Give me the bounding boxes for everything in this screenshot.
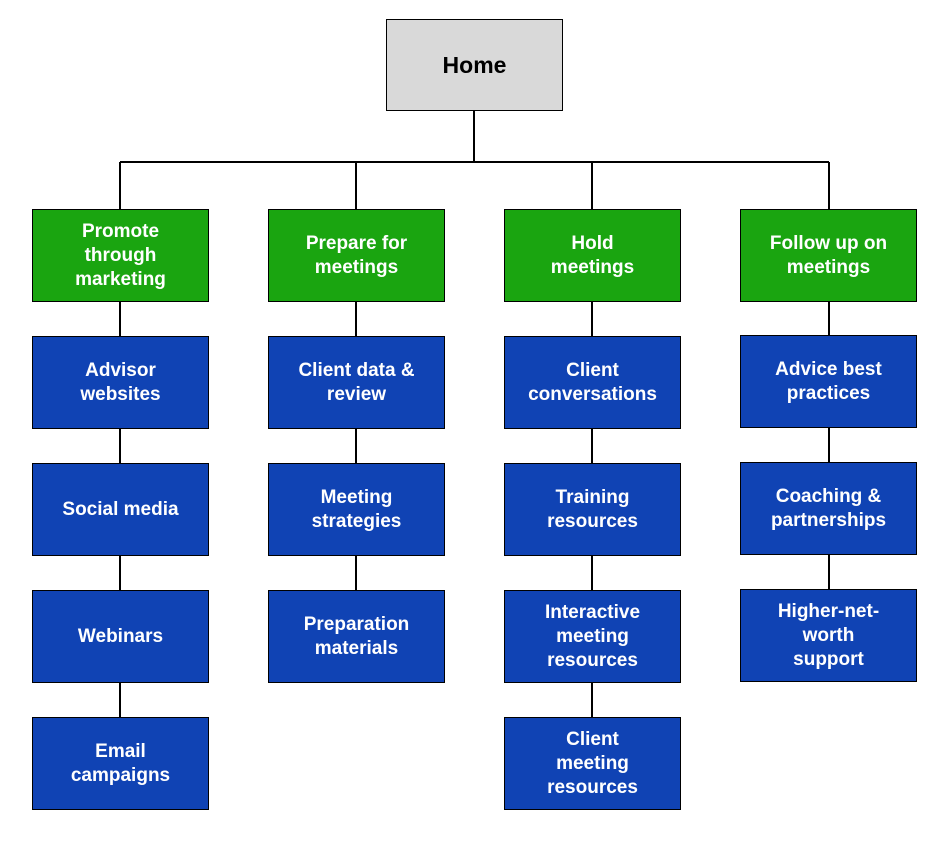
category-label: Promote through marketing xyxy=(75,220,166,290)
leaf-label: Training resources xyxy=(547,486,638,532)
category-prepare-for-meetings[interactable]: Prepare for meetings xyxy=(268,209,445,302)
leaf-social-media[interactable]: Social media xyxy=(32,463,209,556)
leaf-higher-net-worth-support[interactable]: Higher-net-worth support xyxy=(740,589,917,682)
leaf-webinars[interactable]: Webinars xyxy=(32,590,209,683)
leaf-advice-best-practices[interactable]: Advice best practices xyxy=(740,335,917,428)
category-label: Prepare for meetings xyxy=(305,232,408,278)
leaf-advisor-websites[interactable]: Advisor websites xyxy=(32,336,209,429)
leaf-training-resources[interactable]: Training resources xyxy=(504,463,681,556)
leaf-label: Advice best practices xyxy=(775,358,882,404)
leaf-interactive-meeting-resources[interactable]: Interactive meeting resources xyxy=(504,590,681,683)
leaf-label: Meeting strategies xyxy=(311,486,402,532)
leaf-label: Client data & review xyxy=(298,359,415,405)
category-follow-up-on-meetings[interactable]: Follow up on meetings xyxy=(740,209,917,302)
leaf-label: Coaching & partnerships xyxy=(770,485,887,531)
leaf-client-conversations[interactable]: Client conversations xyxy=(504,336,681,429)
category-label: Hold meetings xyxy=(550,232,635,278)
category-label: Follow up on meetings xyxy=(769,232,888,278)
leaf-label: Preparation materials xyxy=(303,613,410,659)
home-label: Home xyxy=(442,52,507,78)
leaf-coaching-partnerships[interactable]: Coaching & partnerships xyxy=(740,462,917,555)
leaf-meeting-strategies[interactable]: Meeting strategies xyxy=(268,463,445,556)
category-hold-meetings[interactable]: Hold meetings xyxy=(504,209,681,302)
leaf-label: Webinars xyxy=(77,625,164,647)
leaf-client-data-review[interactable]: Client data & review xyxy=(268,336,445,429)
category-promote-through-marketing[interactable]: Promote through marketing xyxy=(32,209,209,302)
leaf-label: Higher-net-worth support xyxy=(777,600,880,670)
leaf-email-campaigns[interactable]: Email campaigns xyxy=(32,717,209,810)
leaf-label: Advisor websites xyxy=(80,359,161,405)
leaf-label: Email campaigns xyxy=(70,740,171,786)
leaf-label: Client meeting resources xyxy=(547,728,638,798)
home-node[interactable]: Home xyxy=(386,19,563,111)
leaf-client-meeting-resources[interactable]: Client meeting resources xyxy=(504,717,681,810)
leaf-label: Social media xyxy=(62,498,179,520)
leaf-preparation-materials[interactable]: Preparation materials xyxy=(268,590,445,683)
leaf-label: Interactive meeting resources xyxy=(544,601,641,671)
leaf-label: Client conversations xyxy=(528,359,657,405)
